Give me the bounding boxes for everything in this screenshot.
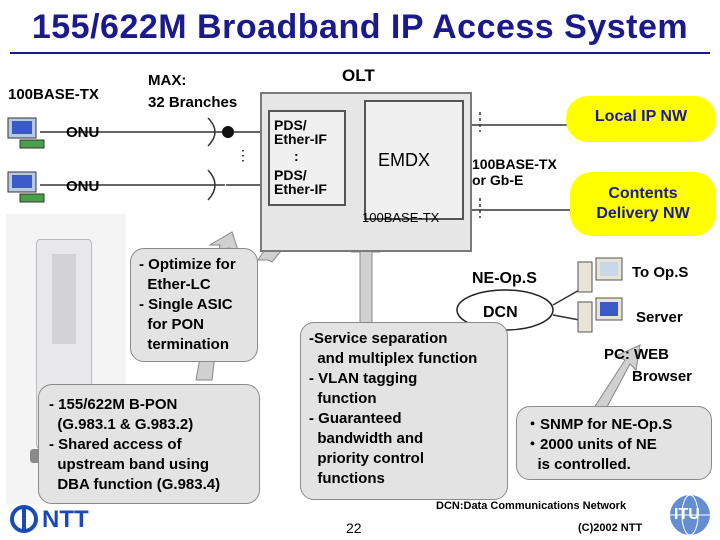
olt-feature-line: function — [309, 390, 377, 407]
pds-label-2b: Ether-IF — [274, 181, 327, 197]
title-underline — [10, 52, 710, 54]
pds-ether-if-box: PDS/ Ether-IF : PDS/ Ether-IF — [268, 110, 346, 206]
ne-ops-label: NE-Op.S — [472, 270, 537, 287]
splitter-vdots: ⋮ — [236, 147, 250, 163]
olt-feature-line: - Guaranteed — [309, 410, 402, 427]
splitter-1 — [207, 117, 216, 147]
pon-features-callout: - 155/622M B-PON (G.983.1 & G.983.2) - S… — [38, 384, 260, 504]
pds-label-1a: PDS/ — [274, 117, 307, 133]
onu-feature-line: - Single ASIC — [139, 296, 233, 313]
contents-label-2: Delivery NW — [596, 205, 690, 222]
dcn-note: DCN:Data Communications Network — [436, 500, 627, 512]
page-number: 22 — [346, 520, 362, 536]
olt-feature-line: and multiplex function — [309, 350, 478, 367]
onu-feature-line: for PON — [139, 316, 205, 333]
ntt-logo-text: NTT — [42, 506, 89, 533]
pc-label-1: PC: WEB — [604, 346, 669, 363]
right-link-label-2: or Gb-E — [472, 172, 524, 188]
olt-label: OLT — [342, 66, 375, 85]
arrow-to-ops — [589, 344, 641, 421]
emdx-box: EMDX — [364, 100, 464, 220]
ops-feature-line: is controlled. — [525, 456, 631, 473]
ops-feature-line: ・2000 units of NE — [525, 436, 657, 453]
emdx-label: EMDX — [378, 150, 431, 170]
server-label: Server — [636, 309, 683, 326]
local-ip-cloud: Local IP NW — [566, 96, 716, 142]
splitter-2 — [207, 169, 216, 201]
left-interface-label: 100BASE-TX — [8, 86, 99, 103]
olt-feature-line: - VLAN tagging — [309, 370, 418, 387]
dcn-label: DCN — [483, 304, 518, 321]
copyright: (C)2002 NTT — [578, 522, 643, 534]
pon-feature-line: - 155/622M B-PON — [49, 396, 178, 413]
pon-feature-line: upstream band using — [49, 456, 210, 473]
olt-feature-line: -Service separation — [309, 330, 448, 347]
itu-globe-icon — [670, 494, 710, 536]
ops-feature-line: ・SNMP for NE-Op.S — [525, 416, 673, 433]
onu-pc-icon-2 — [7, 171, 45, 203]
onu-label-2: ONU — [66, 178, 100, 195]
onu-features-callout: - Optimize for Ether-LC - Single ASIC fo… — [130, 248, 258, 362]
contents-label-1: Contents — [608, 185, 678, 202]
contents-cloud: Contents Delivery NW — [570, 172, 716, 236]
pon-feature-line: (G.983.1 & G.983.2) — [49, 416, 194, 433]
pc-label-2: Browser — [632, 368, 693, 385]
branches-label: 32 Branches — [148, 94, 238, 111]
olt-feature-line: functions — [309, 470, 385, 487]
pds-dots: : — [294, 148, 299, 164]
pon-feature-line: DBA function (G.983.4) — [49, 476, 221, 493]
pon-feature-line: - Shared access of — [49, 436, 182, 453]
inner-link-label: 100BASE-TX — [362, 210, 440, 225]
max-label: MAX: — [148, 72, 187, 89]
onu-label-1: ONU — [66, 124, 100, 141]
to-ops-label: To Op.S — [632, 264, 689, 281]
ops-server-icon-1 — [577, 257, 623, 293]
splitter-dot-1 — [222, 126, 234, 138]
page-title: 155/622M Broadband IP Access System — [31, 8, 689, 46]
onu-feature-line: termination — [139, 336, 230, 353]
ops-server-icon-2 — [577, 297, 623, 333]
olt-feature-line: bandwidth and — [309, 430, 424, 447]
olt-features-callout: -Service separation and multiplex functi… — [300, 322, 508, 500]
ops-features-callout: ・SNMP for NE-Op.S ・2000 units of NE is c… — [516, 406, 712, 480]
itu-logo-text: ITU — [674, 506, 700, 523]
pds-label-2a: PDS/ — [274, 167, 307, 183]
ntt-logo-mark — [10, 505, 38, 533]
olt-feature-line: priority control — [309, 450, 425, 467]
pds-label-1b: Ether-IF — [274, 131, 327, 147]
onu-feature-line: Ether-LC — [139, 276, 211, 293]
onu-pc-icon-1 — [7, 117, 45, 149]
local-ip-label: Local IP NW — [594, 108, 688, 125]
onu-feature-line: - Optimize for — [139, 256, 236, 273]
right-link-label-1: 100BASE-TX — [472, 156, 557, 172]
